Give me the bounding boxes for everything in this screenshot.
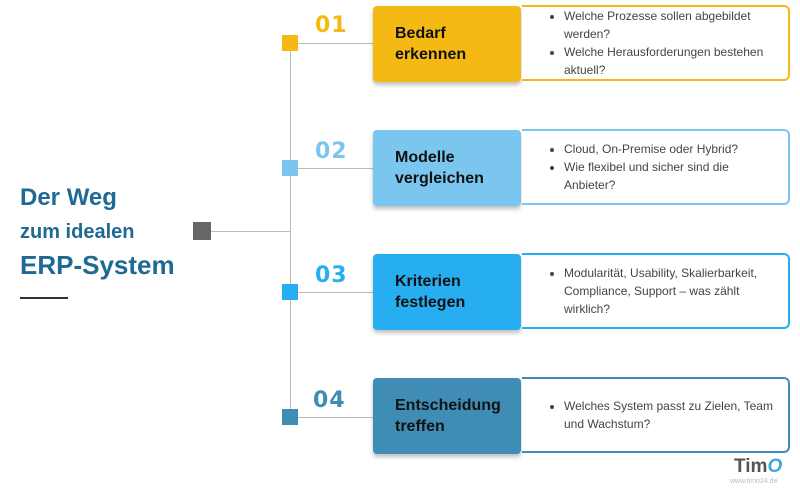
logo-text: Tim [734,456,768,477]
step-2-bullets: Cloud, On-Premise oder Hybrid?Wie flexib… [522,140,788,194]
logo-o: O [767,456,783,477]
step-4-description: Welches System passt zu Zielen, Team und… [522,377,790,453]
step-1-box: Bedarf erkennen [373,6,521,82]
title-line-1: Der Weg [20,184,117,211]
title-line-2: zum idealen [20,221,135,243]
step-3-label: Kriterien festlegen [395,273,466,311]
step-1-label: Bedarf erkennen [395,25,467,63]
logo-url: www.timo24.de [730,478,778,485]
step-3-node [282,284,298,300]
brand-logo: TimO [734,456,782,478]
step-3-box: Kriterien festlegen [373,254,521,330]
hub-connector [211,231,291,232]
step-2-box: Modelle vergleichen [373,130,521,206]
step-1-description: Welche Prozesse sollen abgebildet werden… [522,5,790,81]
step-3-connector [290,292,373,293]
bullet-item: Modularität, Usability, Skalierbarkeit, … [564,264,788,318]
step-2-node [282,160,298,176]
step-4-number: 04 [313,388,346,413]
diagram-title: Der Weg zum idealen ERP-System [20,182,210,282]
step-3-bullets: Modularität, Usability, Skalierbarkeit, … [522,264,788,318]
step-2-description: Cloud, On-Premise oder Hybrid?Wie flexib… [522,129,790,205]
step-1-connector [290,43,373,44]
title-line-3: ERP-System [20,250,175,280]
step-1-bullets: Welche Prozesse sollen abgebildet werden… [522,7,788,79]
step-2-label: Modelle vergleichen [395,149,484,187]
step-4-box: Entscheidung treffen [373,378,521,454]
step-4-bullets: Welches System passt zu Zielen, Team und… [522,397,788,433]
bullet-item: Welches System passt zu Zielen, Team und… [564,397,788,433]
timeline-spine [290,43,291,417]
step-2-number: 02 [315,139,348,164]
bullet-item: Welche Herausforderungen bestehen aktuel… [564,43,788,79]
step-3-description: Modularität, Usability, Skalierbarkeit, … [522,253,790,329]
step-4-label: Entscheidung treffen [395,397,501,435]
bullet-item: Cloud, On-Premise oder Hybrid? [564,140,788,158]
step-2-connector [290,168,373,169]
hub-node [193,222,211,240]
bullet-item: Wie flexibel und sicher sind die Anbiete… [564,158,788,194]
step-4-connector [290,417,373,418]
step-4-node [282,409,298,425]
bullet-item: Welche Prozesse sollen abgebildet werden… [564,7,788,43]
step-1-number: 01 [315,13,348,38]
step-1-node [282,35,298,51]
title-underline [20,297,68,299]
step-3-number: 03 [315,263,348,288]
